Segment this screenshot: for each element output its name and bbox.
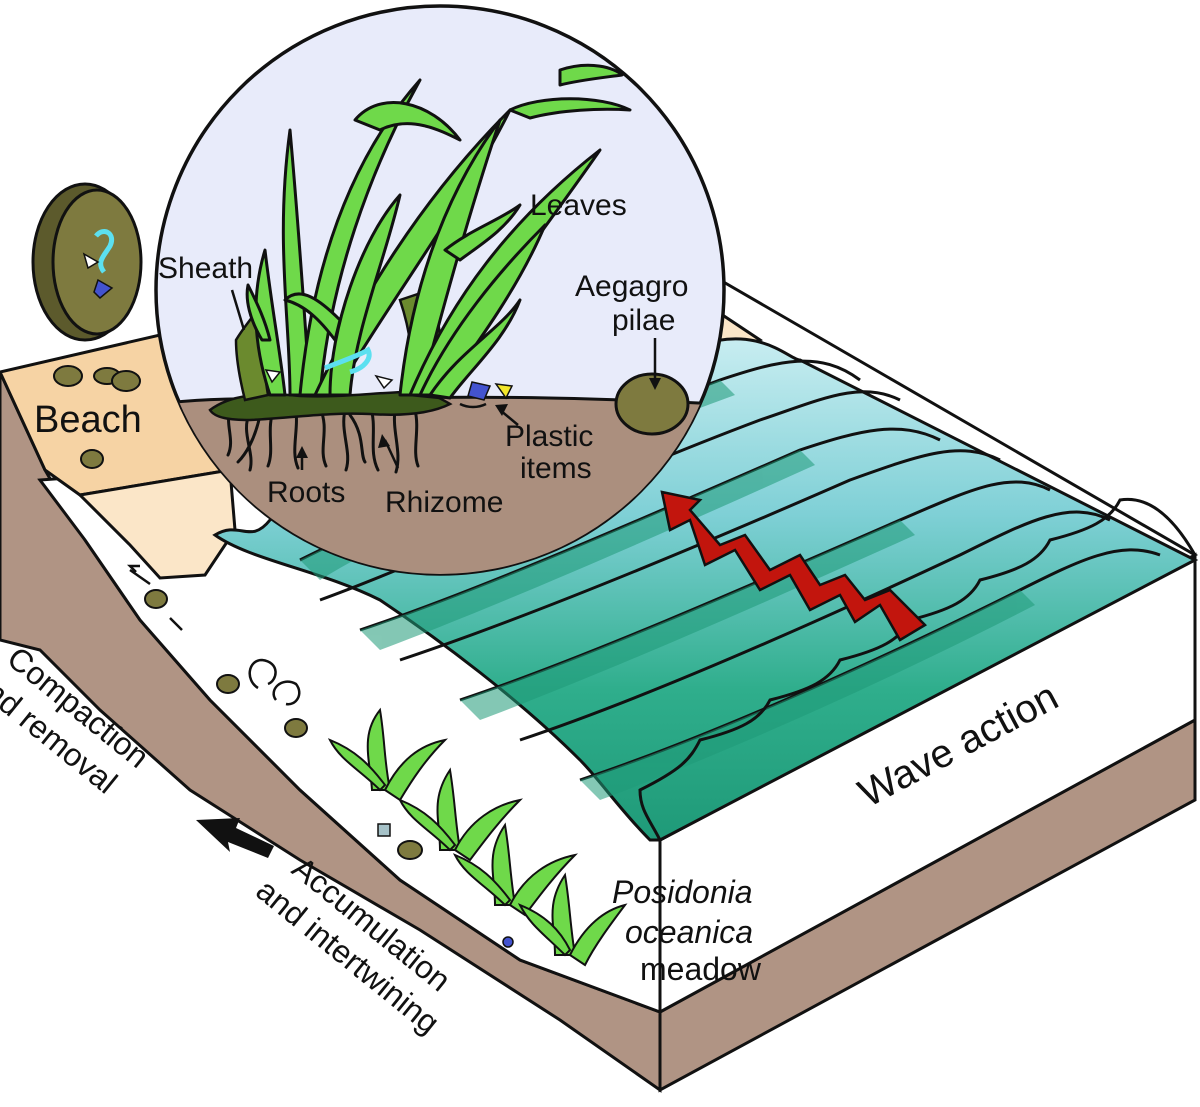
label-leaves: Leaves: [530, 189, 627, 222]
label-roots: Roots: [267, 476, 345, 509]
label-aegagropilae-2: pilae: [612, 304, 675, 337]
wave-action-arrow: [660, 490, 928, 642]
label-meadow-1: Posidonia: [612, 874, 753, 910]
bubble-plastic-items: [264, 346, 514, 409]
zoom-bubble: [154, 4, 726, 576]
label-plastic-2: items: [520, 452, 592, 485]
label-beach: Beach: [34, 399, 142, 441]
sediment-swirl-arrows: [126, 564, 301, 706]
meadow-plants: [327, 707, 628, 967]
label-plastic-1: Plastic: [505, 420, 593, 453]
plant-leaves: [245, 63, 632, 400]
bubble-aegagropila: [614, 372, 690, 436]
aegagropila-cutaway: [31, 182, 143, 342]
label-aegagropilae-1: Aegagro: [575, 270, 688, 303]
label-sheath: Sheath: [158, 252, 253, 285]
direction-arrow: [196, 818, 274, 858]
label-meadow-2: oceanica: [625, 914, 753, 950]
beach-aegagropilae: [53, 365, 423, 860]
label-meadow-3: meadow: [640, 951, 762, 987]
label-rhizome: Rhizome: [385, 486, 503, 519]
